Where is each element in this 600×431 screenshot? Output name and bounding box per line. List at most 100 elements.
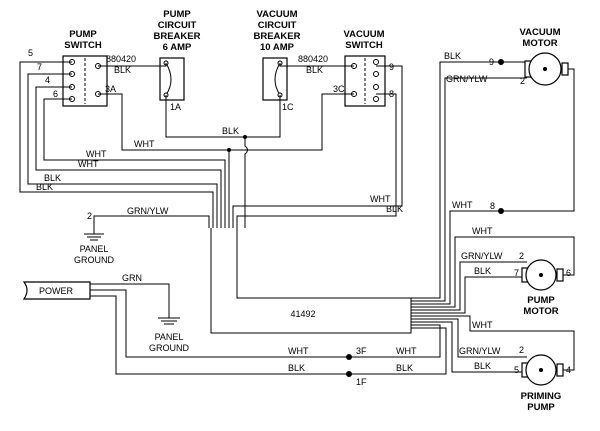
vacuum-motor-terminal-2-label: 2 [520, 76, 525, 86]
vacuum-breaker-element [274, 62, 281, 96]
vacuum-breaker-title-4: 10 AMP [260, 42, 295, 53]
harness-label: 41492 [290, 309, 315, 319]
pump-motor-terminal-7-label: 7 [514, 268, 519, 278]
wire-terminal-5 [19, 61, 214, 228]
pump-motor-shaft [539, 273, 543, 277]
priming-pump-shaft [539, 368, 543, 372]
wire-vm-wht [411, 210, 501, 305]
pump-motor-terminal-6-label: 6 [566, 268, 571, 278]
pump-breaker-title-1: PUMP [163, 9, 191, 20]
wire-pm-blk [411, 276, 522, 314]
label-grn-ylw-pp: GRN/YLW [459, 346, 501, 356]
panel-ground-terminal-label: 2 [87, 211, 92, 221]
vacuum-switch-terminal [373, 96, 379, 102]
wire-pp-grn-ylw [411, 318, 527, 358]
wire-vm-return [501, 68, 575, 212]
wire-vacuum-breaker-to-switch [279, 63, 354, 67]
wire-pp-blk [411, 321, 522, 373]
label-wht-3f-right: WHT [396, 346, 417, 356]
pump-circuit-breaker: PUMP CIRCUIT BREAKER 6 AMP 1A [154, 9, 201, 112]
priming-pump-endcap [556, 363, 564, 377]
wire-power-grn [90, 283, 170, 318]
pump-breaker-title-2: CIRCUIT [158, 20, 197, 31]
wire-terminal-6 [43, 98, 226, 228]
pump-motor: PUMP MOTOR 2 7 6 WHT GRN/YLW BLK [411, 226, 575, 317]
pump-motor-terminal-2-label: 2 [519, 251, 524, 261]
pump-switch-terminal-3a-label: 3A [105, 84, 116, 94]
priming-pump-title-2: PUMP [527, 402, 555, 413]
wire-power-wht [90, 289, 349, 358]
wire-pp-wht [411, 315, 575, 371]
top-wiring: 880420 BLK 880420 BLK BLK WHT [98, 54, 354, 228]
label-blk-vm: BLK [444, 51, 461, 61]
label-part-number-b: 880420 [298, 54, 328, 64]
harness: 41492 [210, 228, 412, 334]
wire-panel-ground [93, 215, 210, 234]
wire-vs-terminal-9 [232, 65, 403, 228]
panel-ground: 2 GRN/YLW PANEL GROUND [74, 206, 210, 265]
label-wht-left-2: WHT [78, 159, 99, 169]
wire-breaker-bus [165, 95, 281, 138]
vacuum-switch-title-1: VACUUM [344, 29, 385, 40]
wire-vs-terminal-8 [236, 93, 397, 228]
panel-ground-label-2: GROUND [74, 255, 114, 265]
pump-switch-title-2: SWITCH [64, 40, 102, 51]
pump-breaker-body [159, 57, 185, 101]
label-blk-b: BLK [306, 65, 323, 75]
label-part-number-a: 880420 [106, 54, 136, 64]
label-wht-vm: WHT [452, 200, 473, 210]
priming-pump: PRIMING PUMP 2 5 4 WHT GRN/YLW BLK [411, 315, 575, 413]
pump-motor-endcap [556, 268, 564, 282]
wire-pm-wht [411, 236, 575, 308]
wire-3f-to-harness [349, 324, 441, 358]
priming-pump-terminal-5-label: 5 [514, 365, 519, 375]
label-wht-vs: WHT [370, 194, 391, 204]
power-plug [22, 281, 91, 300]
wire-pump-switch-to-breaker [98, 63, 167, 67]
priming-pump-terminal-2-label: 2 [519, 345, 524, 355]
label-blk-pp: BLK [474, 361, 491, 371]
label-wht-3f-left: WHT [288, 346, 309, 356]
label-wht-left-1: WHT [86, 149, 107, 159]
vacuum-motor-endcap [561, 62, 569, 76]
power-label: POWER [39, 286, 74, 296]
power-cord: POWER GRN PANEL GROUND WHT 3F WHT BLK 1F… [22, 273, 447, 387]
vacuum-motor-shaft [543, 67, 547, 71]
pump-motor-title-2: MOTOR [523, 306, 558, 317]
pump-switch-title-1: PUMP [69, 29, 97, 40]
pump-switch-terminal-6-label: 6 [53, 89, 58, 99]
wire-pm-grn-ylw [411, 261, 527, 311]
label-grn-ylw-pm: GRN/YLW [461, 251, 503, 261]
vacuum-breaker-terminal-label: 1C [282, 102, 294, 112]
node-8-label: 8 [490, 201, 495, 211]
ground-label-2: GROUND [149, 343, 189, 353]
vacuum-switch-terminal-9-label: 9 [389, 62, 394, 72]
label-blk-pm: BLK [474, 266, 491, 276]
wire-3a-to-3c [98, 93, 354, 151]
vacuum-breaker-title-1: VACUUM [257, 9, 298, 20]
label-blk-1f-left: BLK [288, 363, 305, 373]
vacuum-breaker-title-3: BREAKER [254, 31, 301, 42]
pump-switch-terminal-5-label: 5 [28, 48, 33, 58]
vacuum-switch: VACUUM SWITCH 9 8 3C [333, 29, 394, 107]
label-blk-left-2: BLK [36, 182, 53, 192]
left-wiring: WHT WHT BLK BLK [19, 61, 226, 228]
vacuum-motor: VACUUM MOTOR 9 2 BLK GRN/YLW 8 WHT [411, 27, 575, 305]
panel-ground-label-1: PANEL [80, 244, 109, 254]
label-wht-top: WHT [134, 139, 155, 149]
label-blk-vs: BLK [386, 204, 403, 214]
label-blk-top: BLK [222, 126, 239, 136]
wire-vm-blk [411, 61, 501, 299]
vacuum-switch-title-2: SWITCH [345, 40, 383, 51]
pump-motor-title-1: PUMP [527, 295, 555, 306]
label-wht-pp: WHT [472, 320, 493, 330]
vacuum-switch-terminal-3c-label: 3C [333, 84, 345, 94]
pump-breaker-terminal-label: 1A [170, 102, 181, 112]
label-blk-left-1: BLK [44, 173, 61, 183]
pump-breaker-title-4: 6 AMP [163, 42, 192, 53]
label-blk-1f-right: BLK [396, 363, 413, 373]
pump-switch-terminal-7-label: 7 [37, 62, 42, 72]
node-1f-label: 1F [356, 377, 367, 387]
vacuum-breaker-title-2: CIRCUIT [258, 20, 297, 31]
vacuum-switch-terminal [373, 84, 379, 90]
